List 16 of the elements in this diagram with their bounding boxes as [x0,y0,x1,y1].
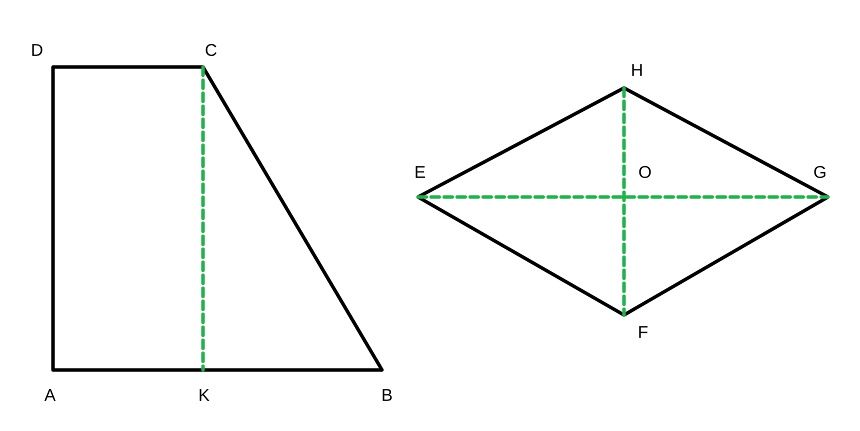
dashed-line [622,86,626,317]
line [51,65,205,69]
point-label: O [639,166,651,178]
line [51,368,384,372]
vertex-label: K [200,389,210,401]
vertex-label: E [416,166,425,178]
line [51,65,55,372]
vertex-label: H [632,64,642,76]
vertex-label: G [814,166,826,178]
vertex-label: C [206,44,216,56]
vertex-label: A [44,389,56,401]
dashed-line [416,195,830,199]
vertex-label: F [639,326,648,338]
dashed-line [201,65,205,372]
vertex-label: D [32,44,42,56]
vertex-label: B [382,389,392,401]
